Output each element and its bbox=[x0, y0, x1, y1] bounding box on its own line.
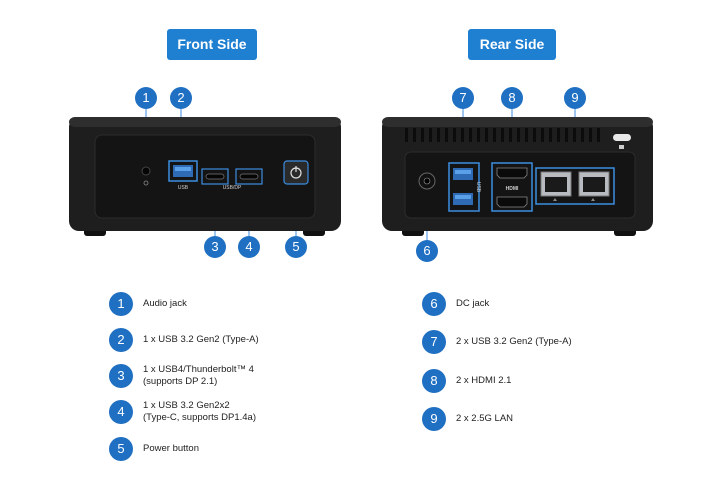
legend-label: Power button bbox=[143, 443, 199, 454]
legend-item-audio-jack: 1 Audio jack bbox=[109, 292, 187, 316]
callout-7: 7 bbox=[452, 87, 474, 109]
legend-item-rear-usb-a: 7 2 x USB 3.2 Gen2 (Type-A) bbox=[422, 330, 572, 354]
rear-side-header: Rear Side bbox=[468, 29, 556, 60]
usb-port-label: USB bbox=[178, 185, 189, 191]
front-side-header: Front Side bbox=[167, 29, 257, 60]
legend-number: 6 bbox=[422, 292, 446, 316]
legend-item-hdmi: 8 2 x HDMI 2.1 bbox=[422, 369, 511, 393]
callout-9: 9 bbox=[564, 87, 586, 109]
callout-1: 1 bbox=[135, 87, 157, 109]
legend-number: 3 bbox=[109, 364, 133, 388]
legend-label: 2 x USB 3.2 Gen2 (Type-A) bbox=[456, 336, 572, 347]
legend-item-dc-jack: 6 DC jack bbox=[422, 292, 489, 316]
legend-item-lan: 9 2 x 2.5G LAN bbox=[422, 407, 513, 431]
legend-label: 1 x USB4/Thunderbolt™ 4 (supports DP 2.1… bbox=[143, 364, 254, 387]
legend-label: 1 x USB 3.2 Gen2 (Type-A) bbox=[143, 334, 259, 345]
legend-number: 1 bbox=[109, 292, 133, 316]
legend-label: DC jack bbox=[456, 298, 490, 309]
vent-grille bbox=[405, 128, 600, 142]
callout-3: 3 bbox=[204, 236, 226, 258]
callout-6: 6 bbox=[416, 240, 438, 262]
legend-label: Audio jack bbox=[143, 298, 187, 309]
legend-number: 9 bbox=[422, 407, 446, 431]
callout-2: 2 bbox=[170, 87, 192, 109]
callout-5: 5 bbox=[285, 236, 307, 258]
legend-label: 1 x USB 3.2 Gen2x2 (Type-C, supports DP1… bbox=[143, 400, 256, 423]
legend-number: 8 bbox=[422, 369, 446, 393]
usb-dp-port-label: USB/DP bbox=[223, 185, 242, 191]
callout-8: 8 bbox=[501, 87, 523, 109]
legend-item-usb-a: 2 1 x USB 3.2 Gen2 (Type-A) bbox=[109, 328, 259, 352]
legend-number: 4 bbox=[109, 400, 133, 424]
legend-number: 5 bbox=[109, 437, 133, 461]
legend-label: 2 x HDMI 2.1 bbox=[456, 375, 512, 386]
hdmi-label: HDMI bbox=[506, 186, 519, 192]
legend-number: 7 bbox=[422, 330, 446, 354]
legend-number: 2 bbox=[109, 328, 133, 352]
rear-usb-label: USB bbox=[475, 182, 481, 193]
rear-device: USB HDMI bbox=[382, 117, 653, 236]
callout-4: 4 bbox=[238, 236, 260, 258]
legend-item-usb-c: 4 1 x USB 3.2 Gen2x2 (Type-C, supports D… bbox=[109, 400, 256, 424]
front-device: USB USB/DP bbox=[69, 117, 341, 236]
legend-item-usb4: 3 1 x USB4/Thunderbolt™ 4 (supports DP 2… bbox=[109, 364, 254, 388]
legend-label: 2 x 2.5G LAN bbox=[456, 413, 514, 424]
legend-item-power-button: 5 Power button bbox=[109, 437, 199, 461]
